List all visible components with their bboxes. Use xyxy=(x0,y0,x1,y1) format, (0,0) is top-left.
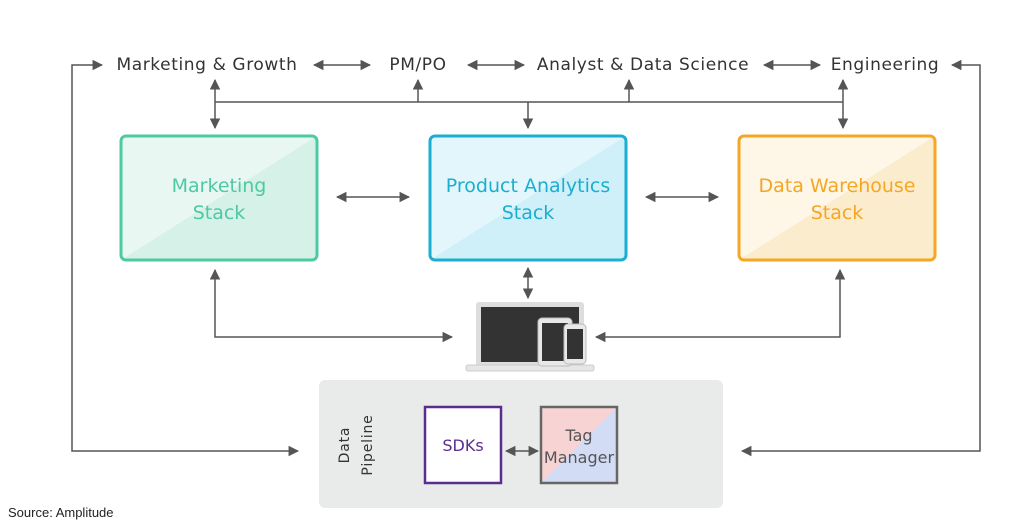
marketing-stack-line2: Stack xyxy=(193,202,246,224)
team-marketing-growth: Marketing & Growth xyxy=(116,55,297,75)
data-warehouse-stack-box: Data Warehouse Stack xyxy=(737,134,937,262)
sdks-label: SDKs xyxy=(442,436,483,455)
data-pipeline-panel xyxy=(319,380,723,508)
marketing-stack-box: Marketing Stack xyxy=(119,134,319,262)
sdks-box: SDKs xyxy=(423,405,503,485)
data-pipeline-title-line2: Pipeline xyxy=(360,414,376,475)
loop-right-line xyxy=(740,59,981,457)
tag-manager-line2: Manager xyxy=(544,448,615,467)
product-analytics-stack-line1: Product Analytics xyxy=(446,175,610,197)
marketing-stack-line1: Marketing xyxy=(172,175,267,197)
data-warehouse-stack-line1: Data Warehouse xyxy=(758,175,915,197)
team-engineering: Engineering xyxy=(831,55,940,75)
product-analytics-stack-line2: Stack xyxy=(502,202,555,224)
data-warehouse-stack-line2: Stack xyxy=(811,202,864,224)
tag-manager-box: Tag Manager xyxy=(539,405,619,485)
loop-left-line xyxy=(71,59,300,457)
tag-manager-line1: Tag xyxy=(564,426,592,445)
arrow-marketing-devices xyxy=(209,268,454,343)
source-caption: Source: Amplitude xyxy=(8,505,114,520)
team-analyst-data-science: Analyst & Data Science xyxy=(537,55,749,75)
devices-icon xyxy=(465,302,595,372)
product-analytics-stack-box: Product Analytics Stack xyxy=(428,134,628,262)
arrow-warehouse-devices xyxy=(594,268,846,343)
team-pm-po: PM/PO xyxy=(389,55,446,75)
data-pipeline-title-line1: Data xyxy=(337,427,353,464)
